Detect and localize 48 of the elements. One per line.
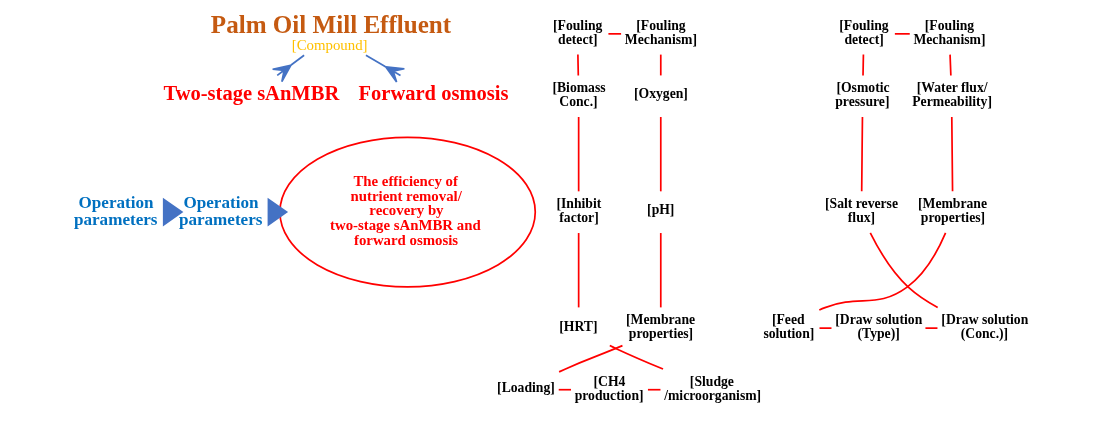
connector xyxy=(608,344,664,370)
connector xyxy=(557,388,572,391)
connector xyxy=(607,33,622,35)
node-text: [Inhibit factor] xyxy=(556,196,602,225)
connector xyxy=(950,116,954,193)
node-text: [Biomass Conc.] xyxy=(552,80,606,109)
node-text: [Fouling Mechanism] xyxy=(913,17,986,47)
node-text: [CH4 production] xyxy=(574,373,644,403)
node-text: [pH] xyxy=(647,202,675,218)
node-text: [Fouling Mechanism] xyxy=(624,17,697,47)
connector xyxy=(869,231,939,309)
node-text: Two-stage sAnMBR xyxy=(163,81,340,104)
connector xyxy=(949,53,952,77)
connector xyxy=(577,116,580,193)
node-text: Operation parameters xyxy=(73,192,158,229)
node-text: [Membrane properties] xyxy=(625,312,696,341)
node-text: [Draw solution (Conc.)] xyxy=(941,312,1029,341)
connector xyxy=(647,388,662,391)
node-text: [Feed solution] xyxy=(763,312,815,341)
connector xyxy=(818,232,947,311)
connector xyxy=(659,53,662,77)
node-text: [Fouling detect] xyxy=(553,17,603,47)
connector xyxy=(558,344,624,373)
node-ellipse: The efficiency of nutrient removal/ recovery by two-stage sAnMBR and forward osmosis xyxy=(279,136,537,288)
node-text: [Water flux/ Permeability] xyxy=(912,80,992,109)
node-text: [Membrane properties] xyxy=(917,196,988,225)
node-text: [Oxygen] xyxy=(633,86,688,102)
connector xyxy=(894,33,911,35)
node-text: [HRT] xyxy=(559,318,598,334)
node-text: [Salt reverse flux] xyxy=(825,196,899,225)
connector xyxy=(860,116,864,193)
node-text: Operation parameters xyxy=(178,192,263,229)
connector xyxy=(365,54,406,83)
node-text: Forward osmosis xyxy=(358,81,509,104)
node-text: [Loading] xyxy=(497,380,555,396)
connector xyxy=(271,54,305,83)
connector xyxy=(659,232,662,309)
connector xyxy=(862,53,865,77)
connector xyxy=(818,327,833,329)
connector xyxy=(577,53,580,77)
node-text: [Draw solution (Type)] xyxy=(835,312,923,341)
connector xyxy=(659,116,662,193)
connector xyxy=(577,232,580,309)
node-text: [Fouling detect] xyxy=(839,17,889,47)
node-text: [Sludge /microorganism] xyxy=(664,373,762,403)
node-text: Palm Oil Mill Effluent [Compound] xyxy=(210,10,452,53)
node-text: [Osmotic pressure] xyxy=(835,80,890,109)
connector xyxy=(924,327,939,329)
